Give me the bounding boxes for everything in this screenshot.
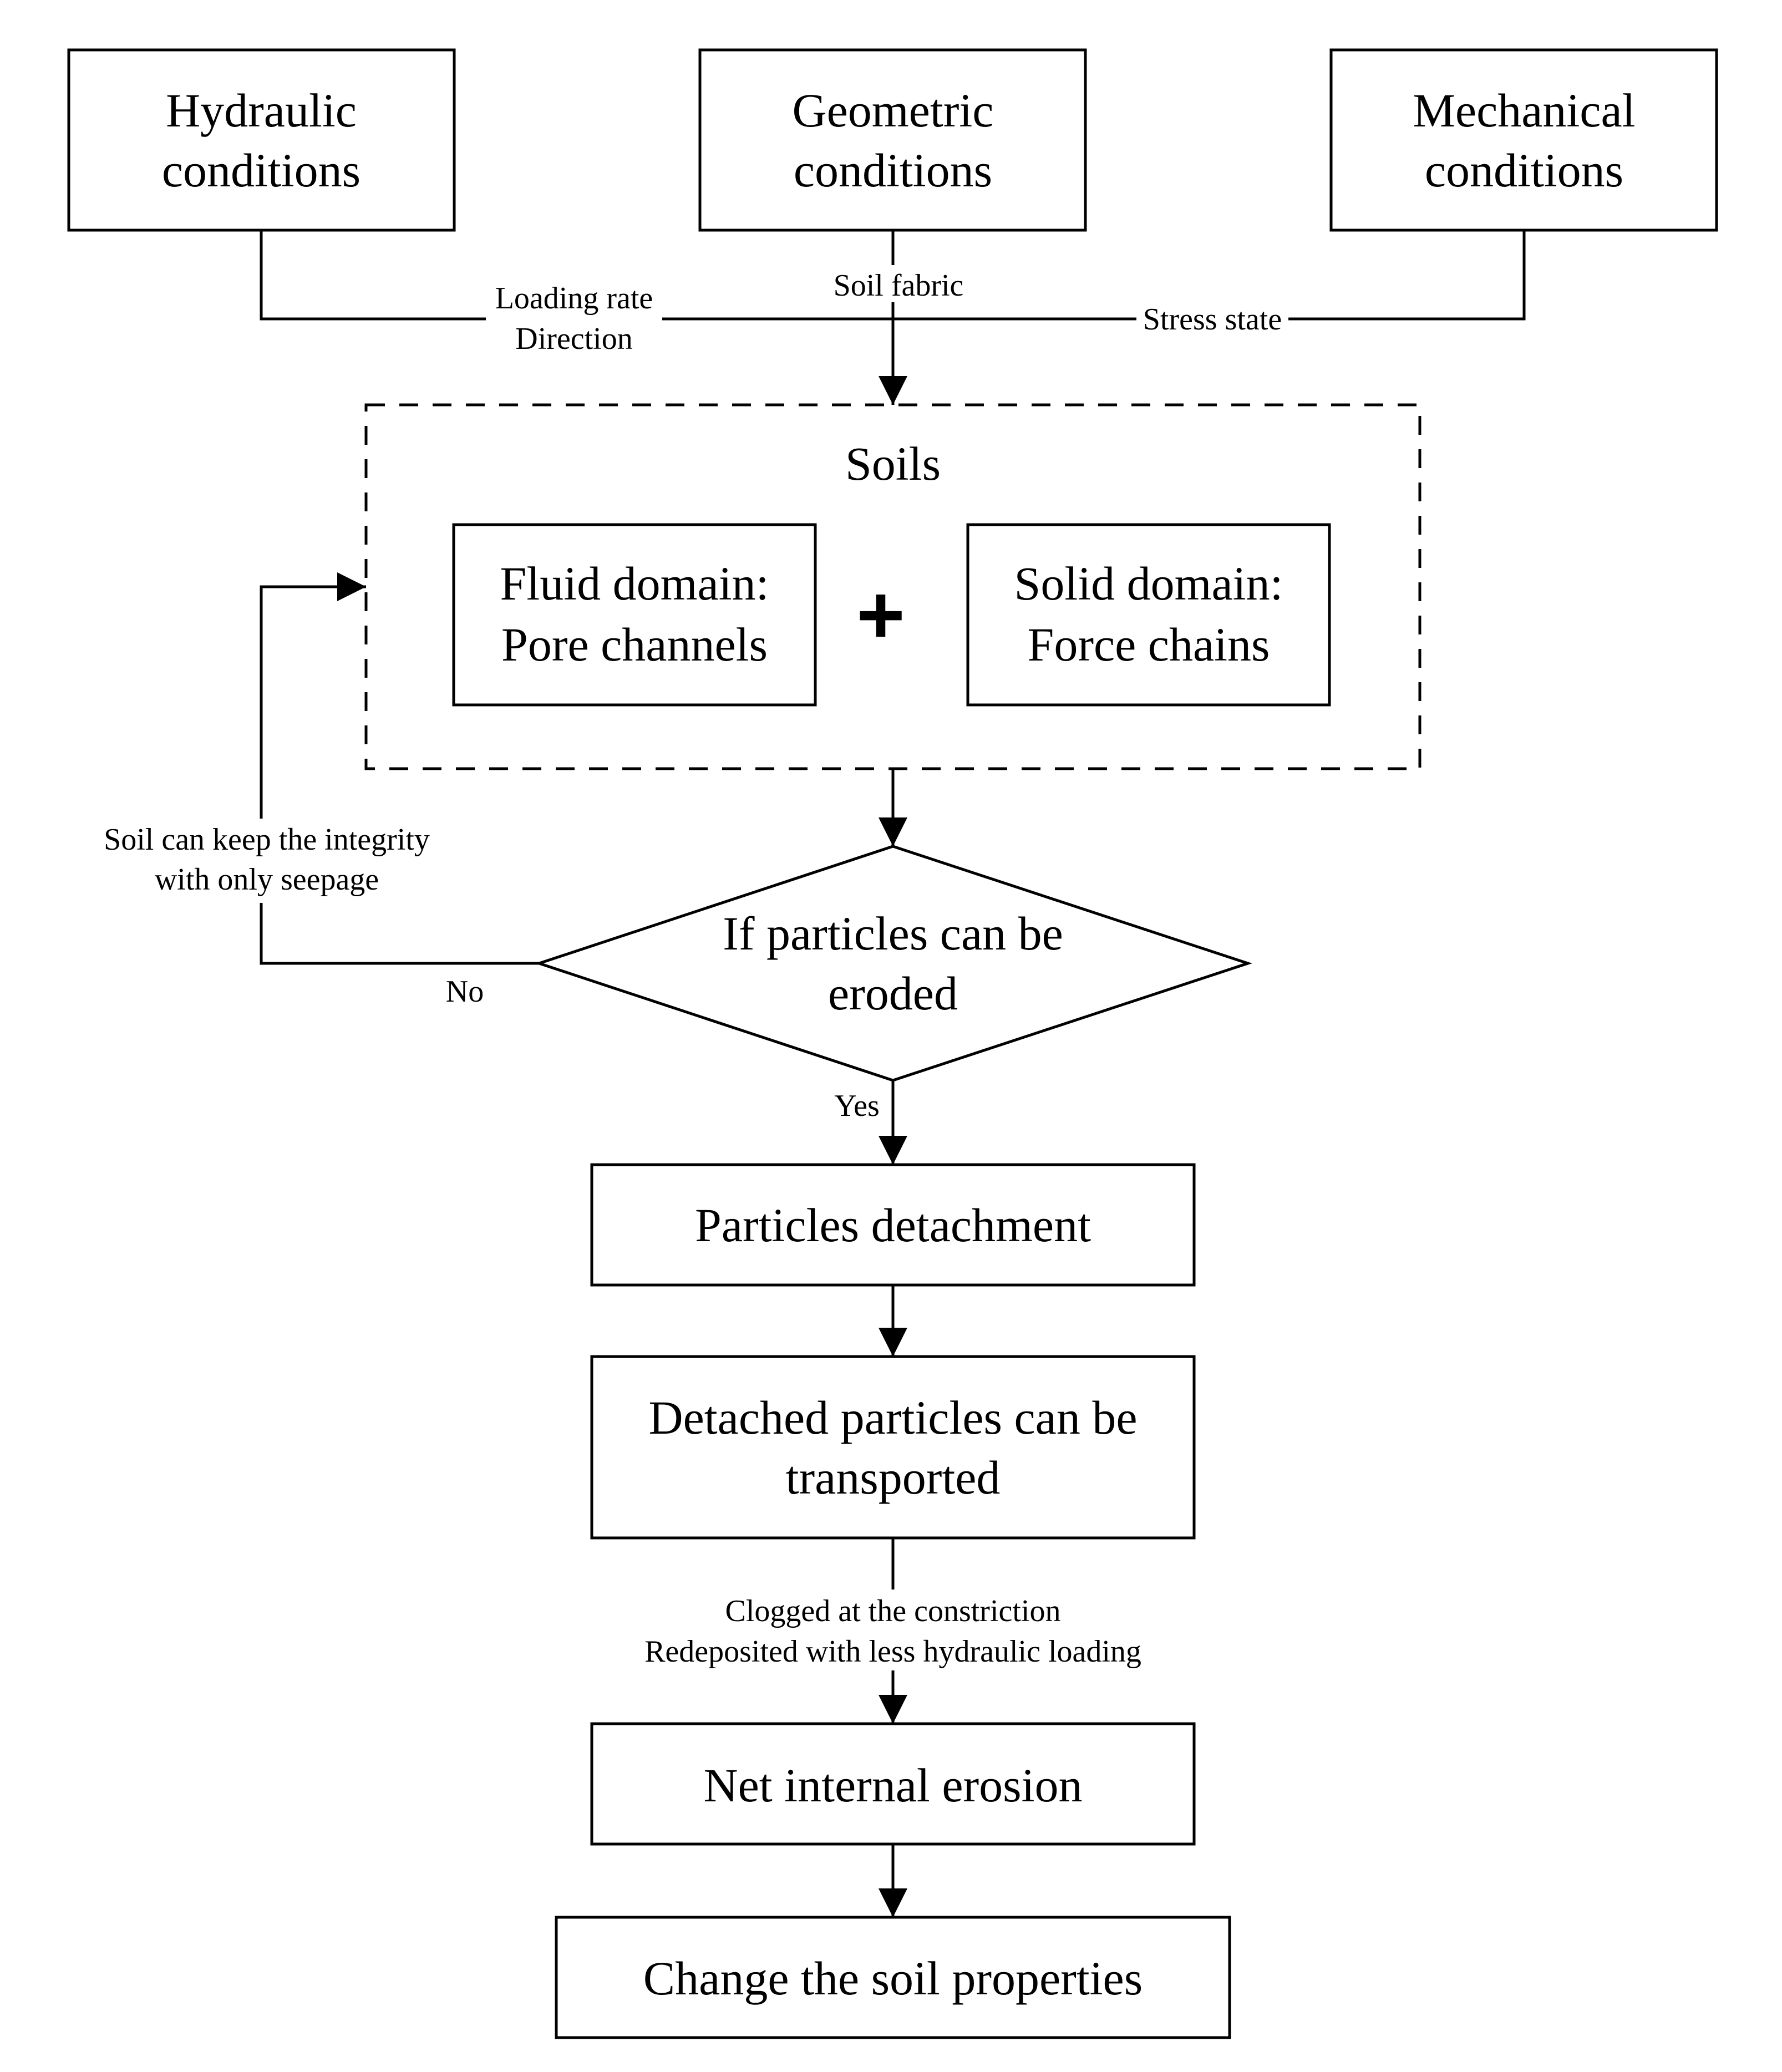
- redeposited-label: Redeposited with less hydraulic loading: [644, 1634, 1141, 1669]
- fluid-domain-node: Fluid domain: Pore channels: [452, 523, 817, 707]
- soils-title: Soils: [845, 437, 941, 490]
- change-text: Change the soil properties: [643, 1952, 1143, 2005]
- fluid-line-2: Pore channels: [501, 618, 768, 671]
- decision-line-2: eroded: [828, 967, 958, 1020]
- mechanical-line-2: conditions: [1425, 144, 1623, 197]
- transported-line-1: Detached particles can be: [649, 1391, 1138, 1444]
- solid-line-2: Force chains: [1027, 618, 1270, 671]
- direction-label: Direction: [515, 322, 632, 356]
- geometric-line-1: Geometric: [793, 84, 994, 137]
- plus-sign: +: [856, 568, 905, 661]
- fluid-line-1: Fluid domain:: [500, 557, 769, 610]
- net-erosion-text: Net internal erosion: [703, 1759, 1082, 1812]
- stress-state-label: Stress state: [1143, 302, 1282, 337]
- loading-rate-label: Loading rate: [495, 281, 653, 316]
- no-label: No: [446, 974, 484, 1009]
- solid-line-1: Solid domain:: [1014, 557, 1283, 610]
- hydraulic-conditions-node: Hydraulic conditions: [67, 48, 456, 232]
- net-internal-erosion-node: Net internal erosion: [590, 1722, 1196, 1846]
- erosion-decision-node: If particles can be eroded: [535, 845, 1252, 1082]
- mechanical-line-1: Mechanical: [1413, 84, 1635, 137]
- mechanical-connector: [1288, 230, 1526, 321]
- hydraulic-line-1: Hydraulic: [166, 84, 357, 137]
- solid-domain-node: Solid domain: Force chains: [966, 523, 1331, 707]
- geometric-conditions-node: Geometric conditions: [698, 48, 1087, 232]
- hydraulic-connector: [260, 230, 486, 321]
- integrity-label-2: with only seepage: [155, 862, 379, 897]
- transported-node: Detached particles can be transported: [590, 1355, 1196, 1540]
- geometric-line-2: conditions: [794, 144, 992, 197]
- no-feedback-line-lower: [260, 903, 539, 965]
- integrity-label-1: Soil can keep the integrity: [104, 822, 430, 857]
- change-soil-properties-node: Change the soil properties: [555, 1916, 1231, 2039]
- soil-fabric-label: Soil fabric: [834, 268, 964, 303]
- hydraulic-line-2: conditions: [162, 144, 361, 197]
- particles-detachment-node: Particles detachment: [590, 1163, 1196, 1287]
- decision-line-1: If particles can be: [723, 907, 1063, 960]
- clogged-label: Clogged at the constriction: [725, 1594, 1061, 1628]
- mechanical-conditions-node: Mechanical conditions: [1329, 48, 1718, 232]
- transported-line-2: transported: [786, 1451, 1001, 1504]
- no-feedback-line-upper: [260, 572, 366, 819]
- yes-label: Yes: [834, 1089, 879, 1123]
- detachment-text: Particles detachment: [695, 1198, 1091, 1252]
